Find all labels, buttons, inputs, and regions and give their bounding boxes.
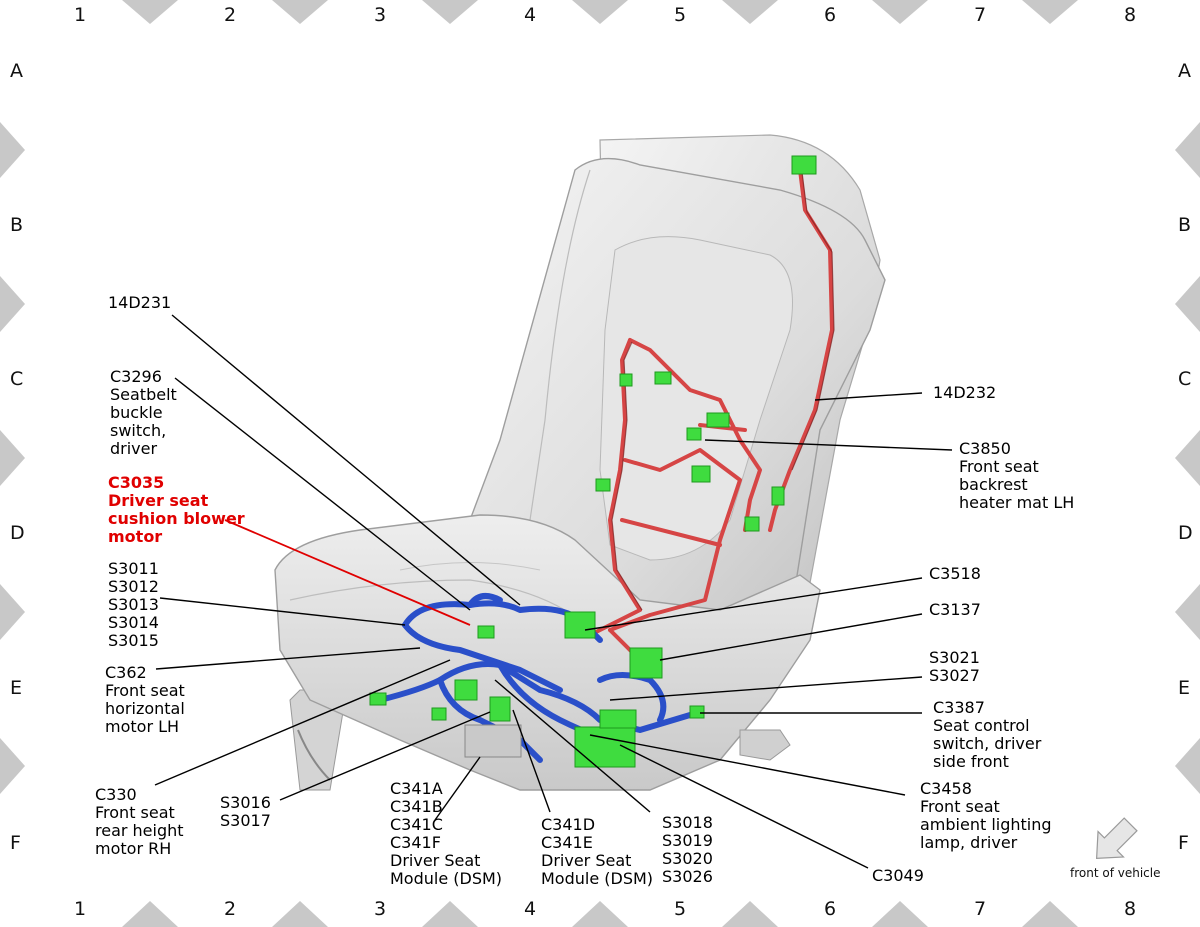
grid-col-label: 7 xyxy=(974,898,987,920)
connector-c3049 xyxy=(574,726,636,768)
grid-row-label: D xyxy=(1178,522,1193,544)
label-c3035: C3035 Driver seat cushion blower motor xyxy=(108,473,245,546)
label-s3016: S3016 S3017 xyxy=(220,793,271,830)
grid-col-label: 3 xyxy=(374,4,387,26)
label-c330: C330 Front seat rear height motor RH xyxy=(95,785,184,858)
seat-illustration xyxy=(274,134,886,791)
grid-col-label: 3 xyxy=(374,898,387,920)
grid-row-label: F xyxy=(10,832,21,854)
label-s3018: S3018 S3019 S3020 S3026 xyxy=(662,813,713,886)
backrest-harness xyxy=(588,168,834,662)
dsm-module xyxy=(464,724,522,758)
cushion-harness xyxy=(377,593,693,763)
label-c341a: C341A C341B C341C C341F Driver Seat Modu… xyxy=(390,779,503,888)
grid-col-label: 8 xyxy=(1124,898,1137,920)
grid-row-label: C xyxy=(1178,368,1192,390)
label-c362: C362 Front seat horizontal motor LH xyxy=(105,663,185,736)
grid-col-label: 5 xyxy=(674,898,687,920)
grid-row-label: A xyxy=(10,60,23,82)
grid-col-label: 4 xyxy=(524,4,537,26)
connectors xyxy=(369,155,817,768)
label-c3387: C3387 Seat control switch, driver side f… xyxy=(933,698,1042,771)
grid-row-label: D xyxy=(10,522,25,544)
leader-line-c3035 xyxy=(224,519,471,626)
label-s3021: S3021 S3027 xyxy=(929,648,980,685)
leader-lines xyxy=(154,314,953,869)
connector-14d232-top xyxy=(791,155,817,175)
grid-col-label: 2 xyxy=(224,4,237,26)
label-c3049: C3049 xyxy=(872,866,924,885)
connector-c3137 xyxy=(629,647,663,679)
connector-c3035 xyxy=(477,625,495,639)
label-c3850: C3850 Front seat backrest heater mat LH xyxy=(959,439,1075,512)
grid-col-label: 7 xyxy=(974,4,987,26)
grid-row-label: B xyxy=(10,214,24,236)
grid-border-right xyxy=(1175,122,1200,794)
grid-col-label: 4 xyxy=(524,898,537,920)
grid-col-label: 5 xyxy=(674,4,687,26)
grid-border-top xyxy=(122,0,1078,24)
label-s3011: S3011 S3012 S3013 S3014 S3015 xyxy=(108,559,159,650)
label-c3458: C3458 Front seat ambient lighting lamp, … xyxy=(920,779,1052,852)
grid-col-label: 6 xyxy=(824,4,837,26)
front-of-vehicle-label: front of vehicle xyxy=(1070,866,1161,880)
label-c3296: C3296 Seatbelt buckle switch, driver xyxy=(110,367,177,458)
label-14d231: 14D231 xyxy=(108,293,172,312)
grid-row-label: B xyxy=(1178,214,1192,236)
grid-border-left xyxy=(0,122,25,794)
grid-col-label: 1 xyxy=(74,898,87,920)
grid-col-label: 8 xyxy=(1124,4,1137,26)
front-of-vehicle-arrow-icon xyxy=(1095,817,1138,860)
label-14d232: 14D232 xyxy=(933,383,997,402)
grid-row-label: E xyxy=(1178,677,1191,699)
grid-col-label: 6 xyxy=(824,898,837,920)
grid-row-label: F xyxy=(1178,832,1189,854)
label-c341d: C341D C341E Driver Seat Module (DSM) xyxy=(541,815,654,888)
grid-row-label: A xyxy=(1178,60,1191,82)
label-c3518: C3518 xyxy=(929,564,981,583)
label-c3137: C3137 xyxy=(929,600,981,619)
grid-border-bottom xyxy=(122,901,1078,927)
grid-col-label: 2 xyxy=(224,898,237,920)
connector-c3518 xyxy=(564,611,596,639)
connector-c3387 xyxy=(689,705,705,719)
grid-row-label: C xyxy=(10,368,24,390)
backrest-harness-shadow xyxy=(611,171,835,611)
grid-row-label: E xyxy=(10,677,23,699)
grid-col-label: 1 xyxy=(74,4,87,26)
